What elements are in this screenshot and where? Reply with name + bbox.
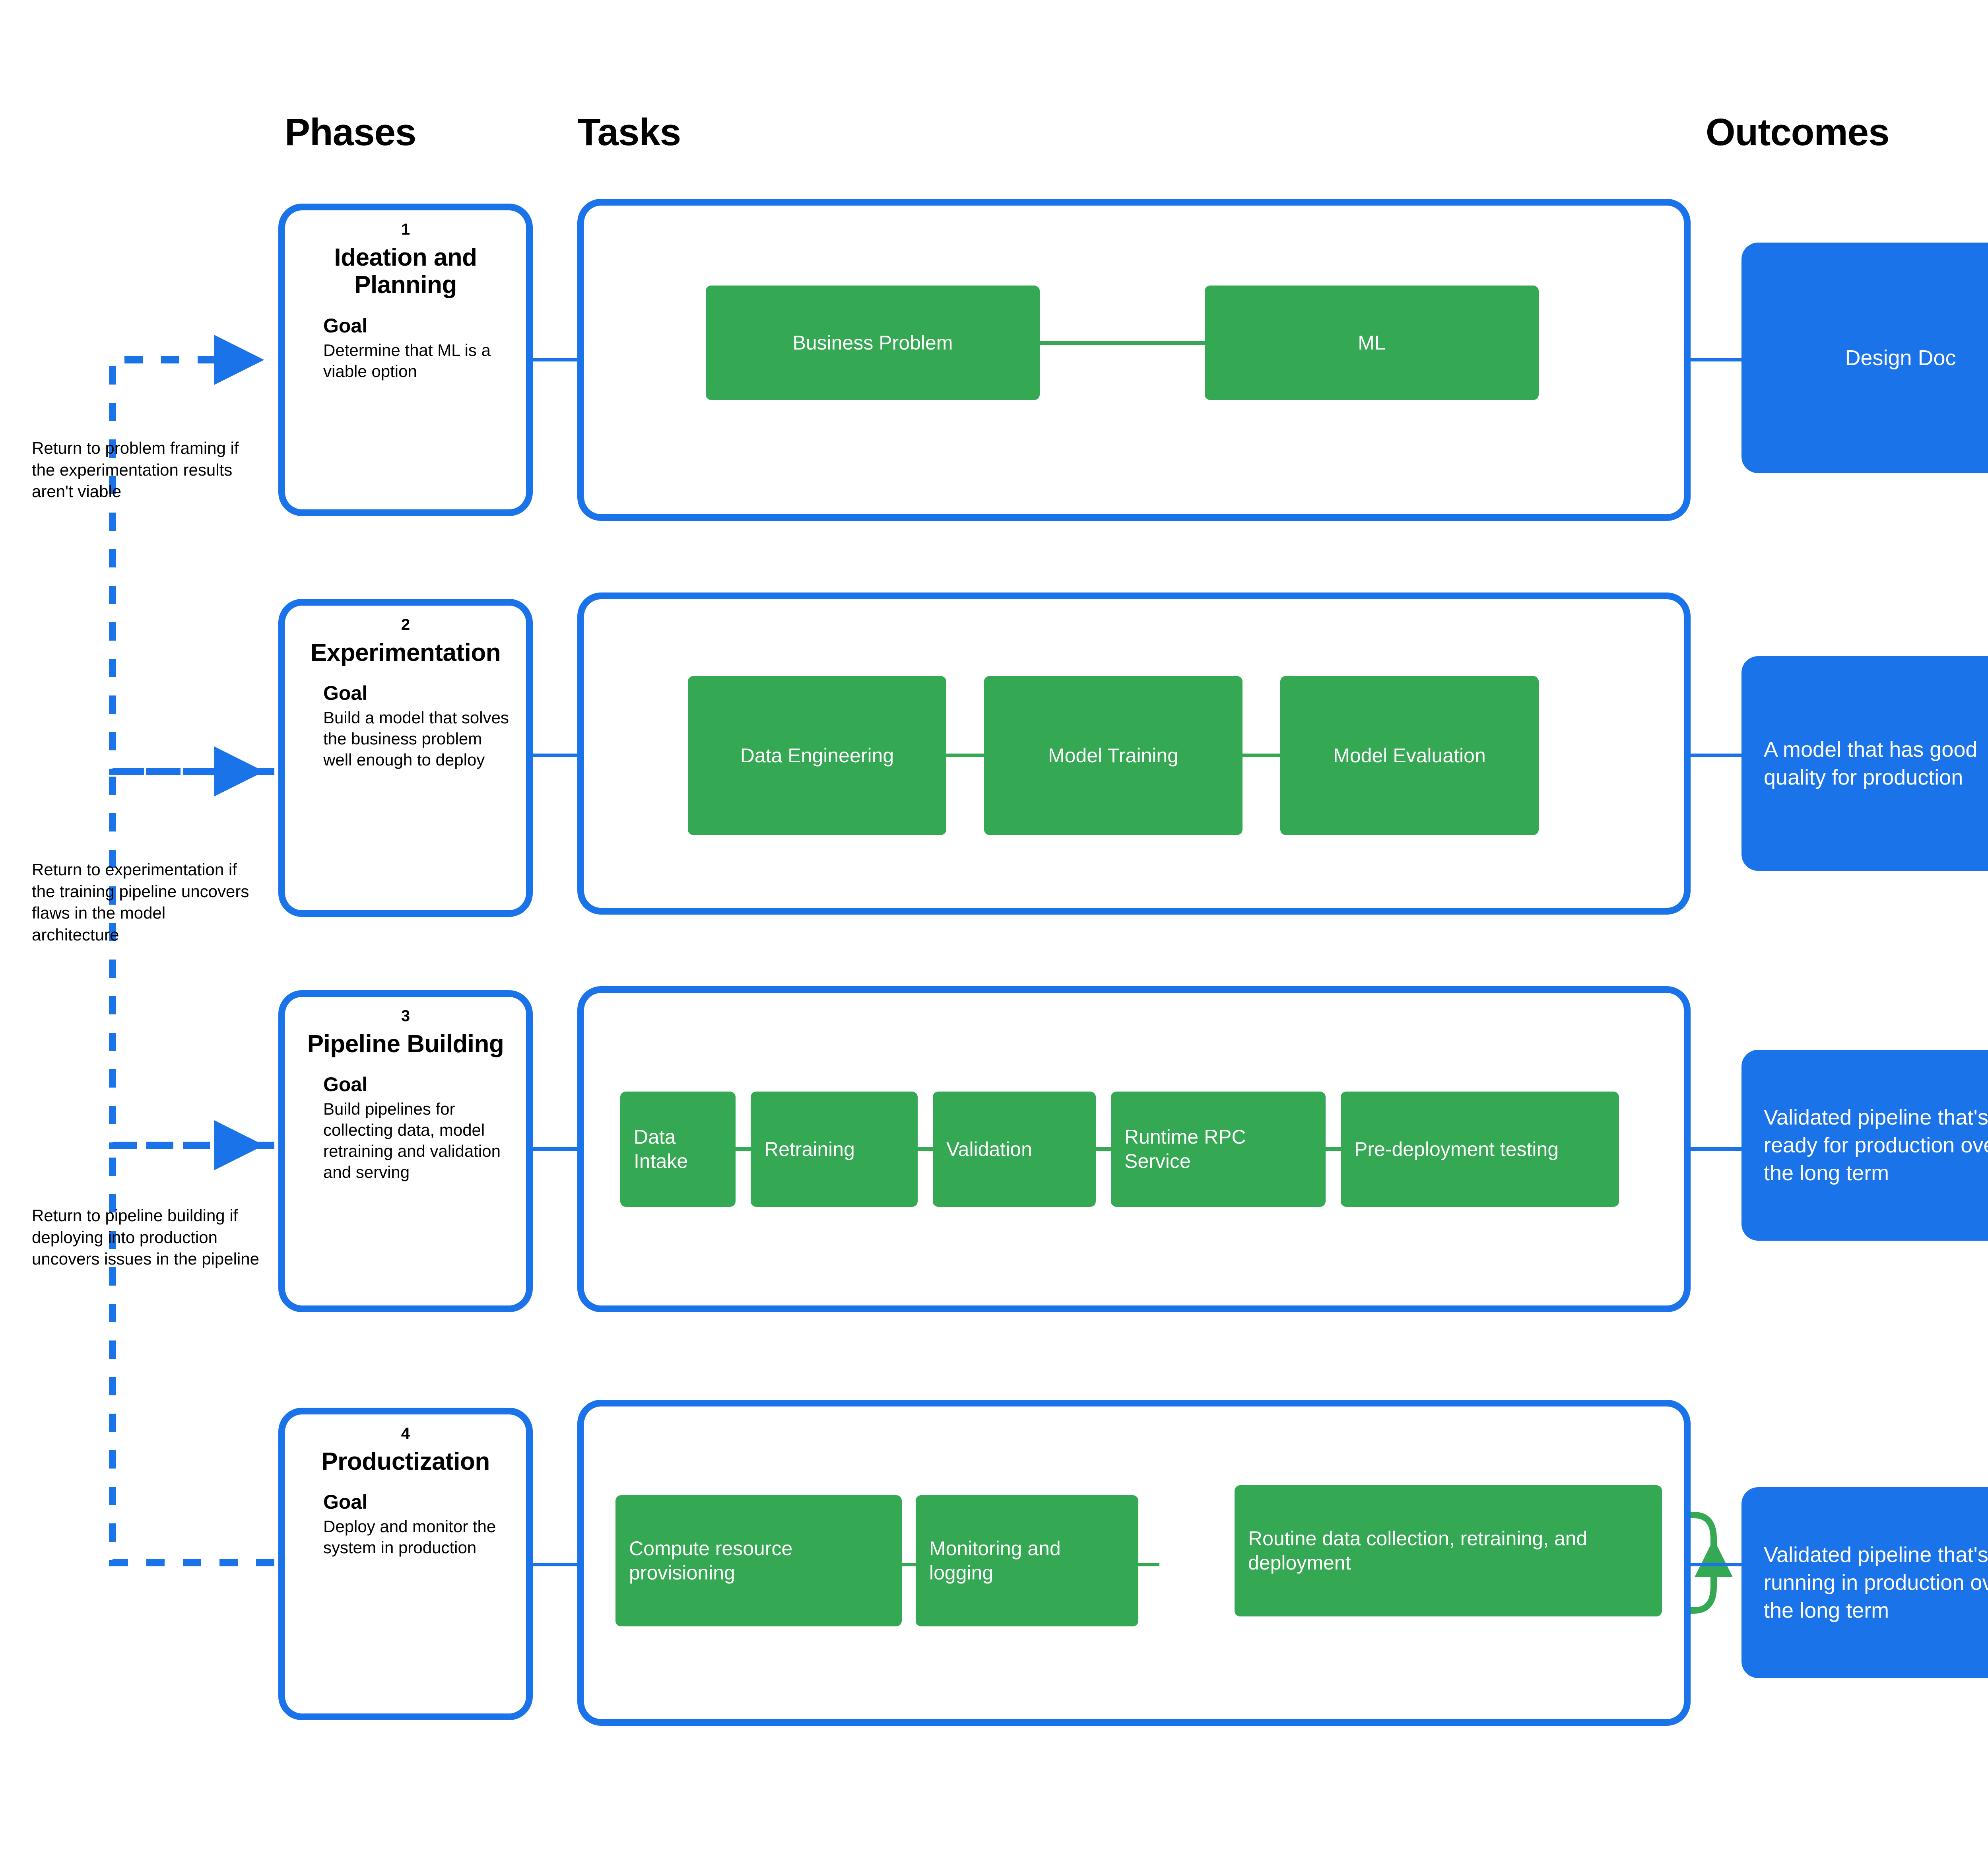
task-chip-model-evaluation[interactable]: Model Evaluation [1280,676,1539,835]
goal-label: Goal [323,314,368,337]
task-connector-3b [915,1147,936,1151]
phase-title: Productization [321,1448,490,1475]
connector-tasks1-outcome [1687,358,1743,361]
column-header-outcomes: Outcomes [1706,111,1889,153]
task-connector-4b [1136,1563,1159,1566]
task-chip-runtime-rpc-service[interactable]: Runtime RPC Service [1111,1092,1326,1207]
task-connector-4a [899,1563,919,1566]
phase-number: 2 [401,616,410,633]
phase-goal-block: Goal Build a model that solves the busin… [299,682,513,771]
connector-phase2-tasks [533,754,580,757]
outcome-box-2[interactable]: A model that has good quality for produc… [1741,656,1988,871]
goal-text: Determine that ML is a viable option [323,340,491,381]
return-arrow-2 [109,746,274,1149]
phase-goal-block: Goal Determine that ML is a viable optio… [299,315,513,382]
phase-card-3[interactable]: 3 Pipeline Building Goal Build pipelines… [278,990,533,1312]
goal-label: Goal [323,1491,368,1513]
task-connector-2b [1239,754,1283,757]
connector-phase1-tasks [533,358,580,361]
task-chip-pre-deployment-testing[interactable]: Pre-deployment testing [1341,1092,1619,1207]
phase-card-4[interactable]: 4 Productization Goal Deploy and monitor… [278,1408,533,1720]
task-chip-data-engineering[interactable]: Data Engineering [688,676,946,835]
return-arrow-1 [109,335,274,775]
goal-text: Deploy and monitor the system in product… [323,1517,496,1557]
phase-card-2[interactable]: 2 Experimentation Goal Build a model tha… [278,599,533,917]
task-connector-3d [1323,1147,1343,1151]
return-note-2: Return to experimentation if the trainin… [32,860,249,944]
goal-label: Goal [323,682,368,705]
outcome-box-4[interactable]: Validated pipeline that's running in pro… [1741,1487,1988,1678]
return-note-1: Return to problem framing if the experim… [32,439,239,501]
task-chip-business-problem[interactable]: Business Problem [706,286,1040,400]
connector-phase3-tasks [533,1147,580,1151]
task-chip-ml[interactable]: ML [1205,286,1539,400]
outcome-box-3[interactable]: Validated pipeline that's ready for prod… [1741,1050,1988,1241]
task-chip-model-training[interactable]: Model Training [984,676,1242,835]
phase-title: Experimentation [310,639,501,666]
phase-number: 3 [401,1007,410,1025]
connector-tasks2-outcome [1687,754,1743,757]
task-connector-3a [733,1147,753,1151]
goal-label: Goal [323,1073,368,1096]
phase-goal-block: Goal Deploy and monitor the system in pr… [299,1491,513,1558]
phase-title: Pipeline Building [307,1030,504,1058]
task-connector-1 [1037,341,1208,345]
task-chip-routine-data-collection[interactable]: Routine data collection, retraining, and… [1235,1485,1662,1616]
phase-card-1[interactable]: 1 Ideation and Planning Goal Determine t… [278,204,533,516]
task-chip-retraining[interactable]: Retraining [751,1092,918,1207]
phase-number: 4 [401,1425,410,1442]
connector-phase4-tasks [533,1563,580,1566]
outcome-box-1[interactable]: Design Doc [1741,243,1988,473]
task-chip-compute-resource-provisioning[interactable]: Compute resource provisioning [615,1495,902,1626]
task-chip-validation[interactable]: Validation [933,1092,1096,1207]
column-header-phases: Phases [285,111,416,153]
goal-text: Build a model that solves the business p… [323,708,509,769]
task-chip-data-intake[interactable]: Data Intake [620,1092,736,1207]
task-chip-monitoring-and-logging[interactable]: Monitoring and logging [916,1495,1138,1626]
connector-tasks3-outcome [1687,1147,1743,1151]
task-connector-2a [943,754,987,757]
goal-text: Build pipelines for collecting data, mod… [323,1100,501,1182]
phase-goal-block: Goal Build pipelines for collecting data… [299,1074,513,1183]
task-connector-3c [1093,1147,1114,1151]
phase-number: 1 [401,221,410,238]
connector-tasks4-outcome [1687,1563,1743,1566]
column-header-tasks: Tasks [577,111,681,153]
return-note-3: Return to pipeline building if deploying… [32,1206,260,1269]
phase-title: Ideation and Planning [334,244,477,299]
